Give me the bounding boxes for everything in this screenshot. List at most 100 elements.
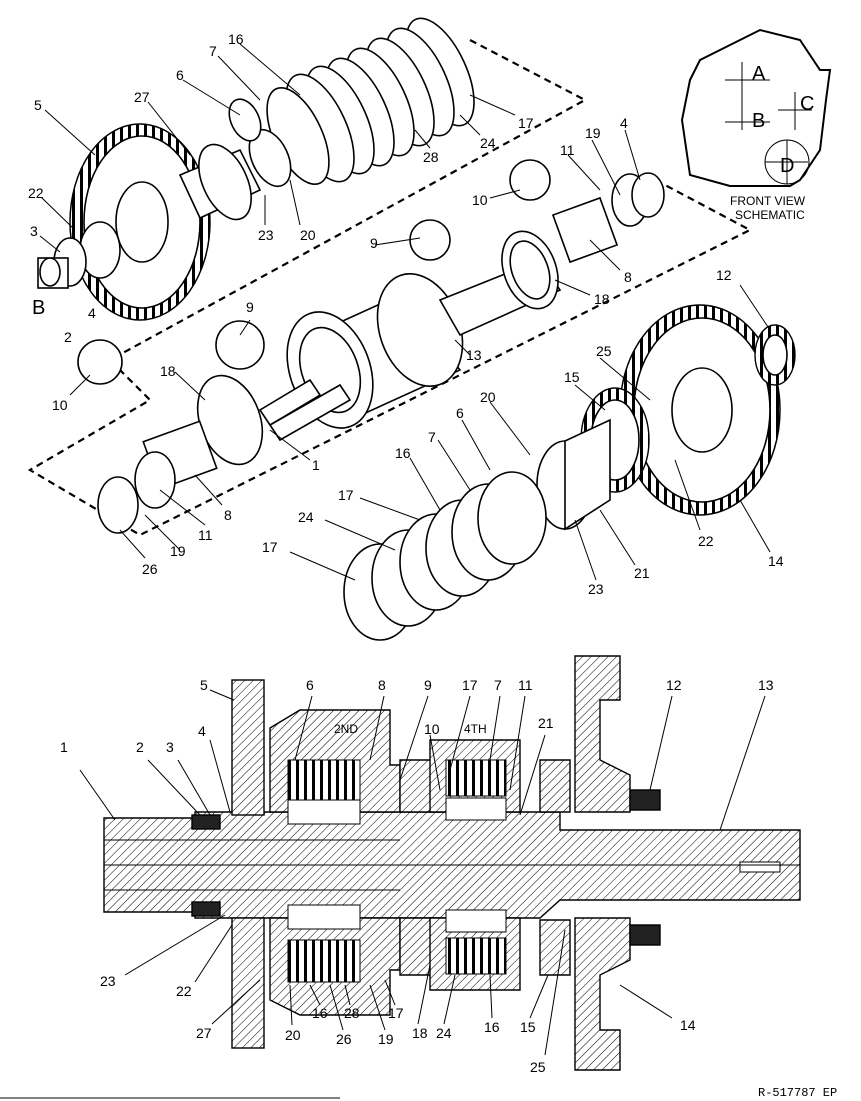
label-7: 7 — [209, 43, 217, 59]
section-label-17a: 17 — [462, 677, 478, 693]
label-13: 13 — [466, 347, 482, 363]
label-12: 12 — [716, 267, 732, 283]
gear-5-section — [231, 679, 265, 816]
label-5: 5 — [34, 97, 42, 113]
section-label-18: 18 — [412, 1025, 428, 1041]
section-label-16b: 16 — [484, 1019, 500, 1035]
section-leaders — [79, 689, 766, 1056]
spring-pack-upper — [501, 159, 665, 310]
spring-pack-lower — [77, 219, 451, 534]
section-label-4th: 4TH — [464, 722, 487, 736]
section-label-12: 12 — [666, 677, 682, 693]
section-label-13: 13 — [758, 677, 774, 693]
schematic-title-line2: SCHEMATIC — [735, 208, 805, 222]
schematic-title-line1: FRONT VIEW — [730, 194, 806, 208]
label-3: 3 — [30, 223, 38, 239]
label-6: 6 — [176, 67, 184, 83]
label-4: 4 — [88, 305, 96, 321]
label-15: 15 — [564, 369, 580, 385]
clutch-discs-2nd — [287, 759, 361, 983]
label-20b: 20 — [480, 389, 496, 405]
label-8: 8 — [624, 269, 632, 285]
label-23: 23 — [258, 227, 274, 243]
section-label-4: 4 — [198, 723, 206, 739]
label-22: 22 — [28, 185, 44, 201]
leader-lines-lower — [69, 319, 771, 581]
label-1: 1 — [312, 457, 320, 473]
label-11b: 11 — [198, 527, 213, 543]
label-18b: 18 — [160, 363, 176, 379]
section-label-28: 28 — [344, 1005, 360, 1021]
hub-21 — [536, 418, 611, 531]
section-label-2nd: 2ND — [334, 722, 358, 736]
label-9: 9 — [370, 235, 378, 251]
label-16: 16 — [228, 31, 244, 47]
label-27: 27 — [134, 89, 150, 105]
reference-code: R-517787 EP — [758, 1086, 837, 1100]
section-label-2: 2 — [136, 739, 144, 755]
label-16b: 16 — [395, 445, 411, 461]
label-23b: 23 — [588, 581, 604, 597]
label-19b: 19 — [170, 543, 186, 559]
schematic-marker-b: B — [752, 110, 765, 132]
section-label-5: 5 — [200, 677, 208, 693]
label-4b: 4 — [620, 115, 628, 131]
label-24: 24 — [480, 135, 496, 151]
label-10b: 10 — [52, 397, 68, 413]
section-label-21: 21 — [538, 715, 554, 731]
section-label-10: 10 — [424, 721, 440, 737]
label-21: 21 — [634, 565, 650, 581]
section-label-19: 19 — [378, 1031, 394, 1047]
section-label-23: 23 — [100, 973, 116, 989]
section-label-24: 24 — [436, 1025, 452, 1041]
label-10: 10 — [472, 192, 488, 208]
label-7b: 7 — [428, 429, 436, 445]
section-label-25: 25 — [530, 1059, 546, 1075]
section-label-22: 22 — [176, 983, 192, 999]
label-19: 19 — [585, 125, 601, 141]
label-18: 18 — [594, 291, 610, 307]
schematic-marker-a: A — [752, 63, 766, 85]
label-26: 26 — [142, 561, 158, 577]
label-22b: 22 — [698, 533, 714, 549]
label-17c: 17 — [262, 539, 278, 555]
schematic-marker-c: C — [800, 93, 814, 115]
gear-14 — [619, 304, 781, 516]
section-label-1: 1 — [60, 739, 68, 755]
section-view: 5 6 8 9 17 7 11 12 13 1 2 3 4 10 21 2ND … — [60, 655, 801, 1075]
label-B: B — [32, 297, 45, 319]
label-11: 11 — [560, 142, 575, 158]
label-17b: 17 — [338, 487, 354, 503]
section-label-7: 7 — [494, 677, 502, 693]
label-24b: 24 — [298, 509, 314, 525]
hub-27 — [178, 98, 292, 221]
gear-12 — [754, 324, 796, 386]
label-2: 2 — [64, 329, 72, 345]
section-label-20: 20 — [285, 1027, 301, 1043]
section-label-8: 8 — [378, 677, 386, 693]
section-labels: 5 6 8 9 17 7 11 12 13 1 2 3 4 10 21 2ND … — [60, 677, 774, 1075]
section-label-11: 11 — [518, 677, 533, 693]
spline-hub-2 — [37, 221, 121, 289]
exploded-labels: 5 27 6 7 16 22 3 2 4 B 23 20 28 24 17 10… — [28, 31, 784, 597]
leader-lines-upper — [39, 43, 771, 356]
label-25: 25 — [596, 343, 612, 359]
clutch-discs-4th — [445, 759, 507, 975]
section-label-27: 27 — [196, 1025, 212, 1041]
label-14: 14 — [768, 553, 784, 569]
gear-14-section — [574, 655, 631, 813]
label-6b: 6 — [456, 405, 464, 421]
section-label-26: 26 — [336, 1031, 352, 1047]
label-9b: 9 — [246, 299, 254, 315]
group-outline — [27, 39, 753, 537]
label-17: 17 — [518, 115, 534, 131]
section-label-17b: 17 — [388, 1005, 404, 1021]
section-label-6: 6 — [306, 677, 314, 693]
label-8b: 8 — [224, 507, 232, 523]
upper-clutch-pack — [266, 17, 475, 186]
section-label-16a: 16 — [312, 1005, 328, 1021]
label-20: 20 — [300, 227, 316, 243]
section-label-9: 9 — [424, 677, 432, 693]
label-28: 28 — [423, 149, 439, 165]
